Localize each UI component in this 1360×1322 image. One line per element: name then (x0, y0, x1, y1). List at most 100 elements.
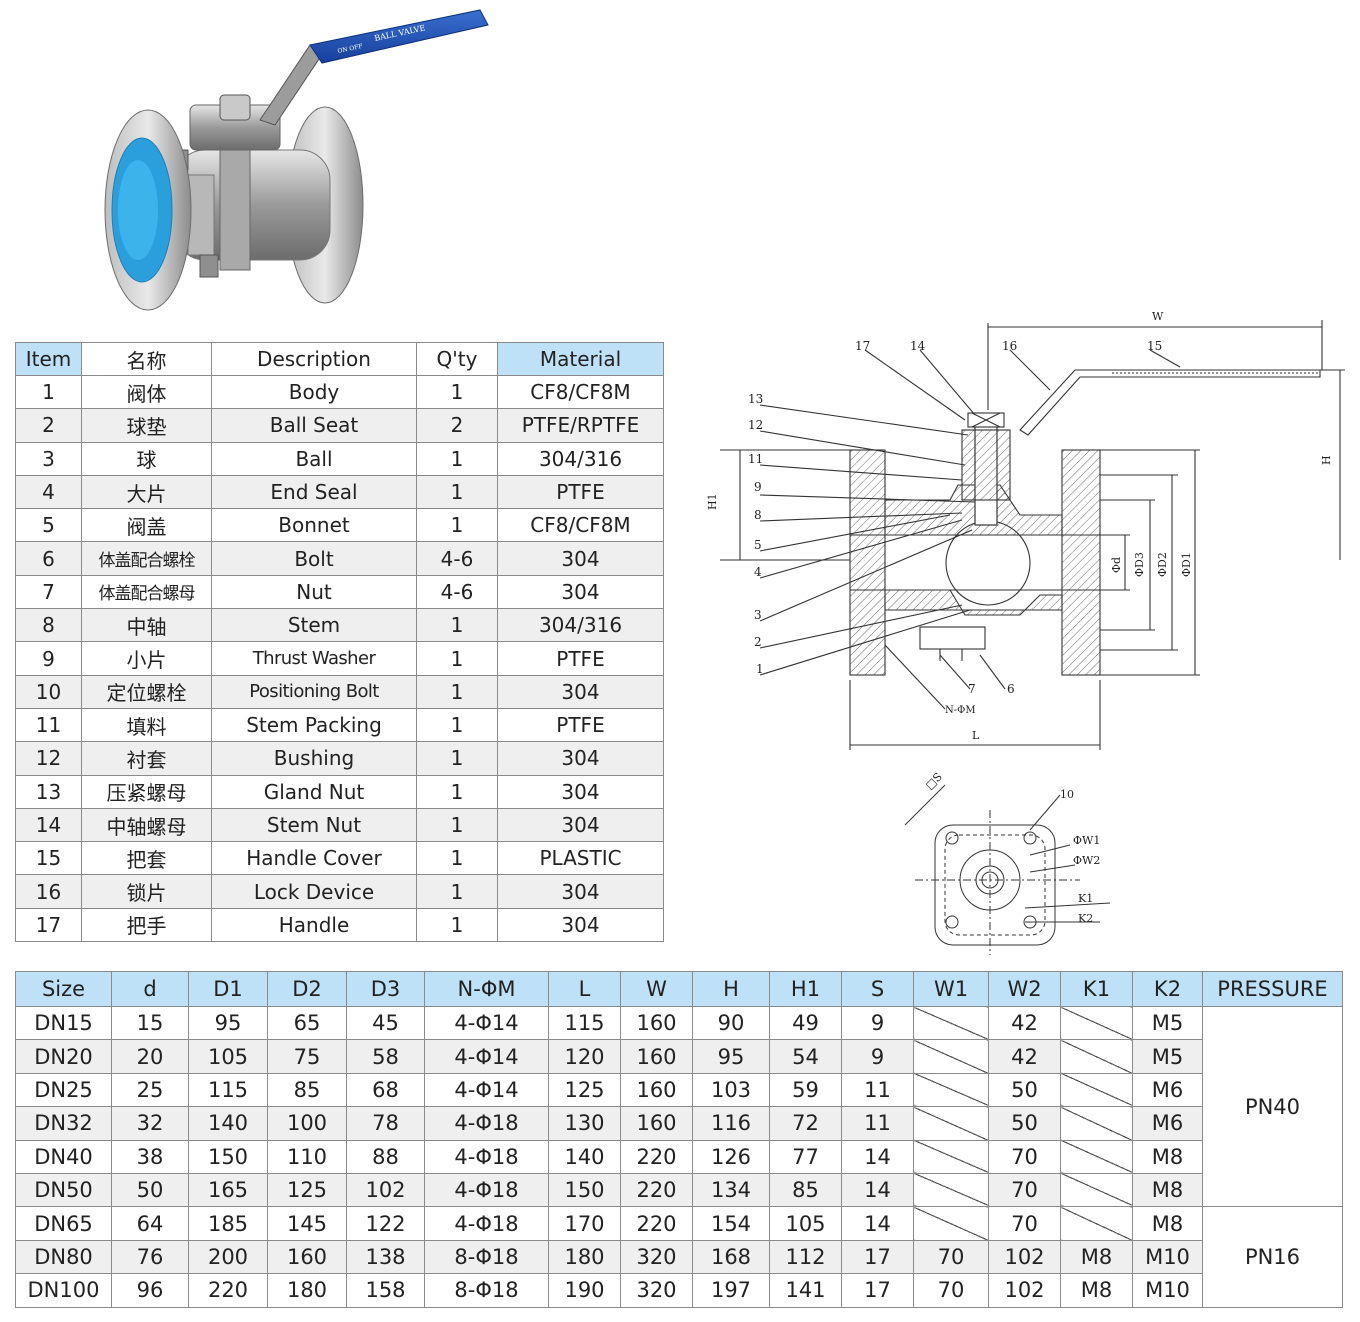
dims-cell: DN32 (15, 1106, 112, 1141)
parts-cell-qty: 1 (416, 774, 498, 809)
dim-d: Φd (1110, 557, 1123, 573)
dims-cell: 20 (111, 1039, 189, 1074)
dims-cell: 140 (548, 1139, 621, 1174)
dims-cell: 160 (620, 1005, 693, 1041)
top-label-W1: ΦW1 (1073, 834, 1100, 847)
dims-header-5: N-ΦM (424, 971, 549, 1007)
dims-cell: 125 (548, 1072, 621, 1108)
dim-H1: H1 (706, 493, 719, 510)
parts-cell-qty: 1 (416, 508, 498, 543)
parts-cell-qty: 1 (416, 608, 498, 643)
parts-cell-item: 13 (15, 774, 82, 809)
dims-header-2: D1 (188, 971, 268, 1007)
dims-cell: 11 (841, 1072, 914, 1108)
dims-cell: M6 (1132, 1106, 1203, 1141)
dims-cell: 141 (769, 1273, 842, 1308)
callout-12: 12 (748, 418, 763, 432)
parts-cell-item: 2 (15, 408, 82, 443)
dims-cell-empty-diagonal (913, 1039, 989, 1074)
parts-cell-qty: 4-6 (416, 574, 498, 610)
dims-cell: 160 (620, 1106, 693, 1141)
dims-cell: 138 (346, 1239, 425, 1275)
parts-cell-material: 304 (497, 541, 664, 576)
ball-valve-photo: BALL VALVE ON OFF (104, 9, 489, 311)
parts-cell-qty: 1 (416, 441, 498, 476)
header-name-cn: 名称 (81, 342, 212, 376)
dims-cell: 96 (111, 1273, 189, 1308)
dims-cell: 102 (988, 1239, 1061, 1275)
callout-4: 4 (754, 565, 762, 579)
dims-cell: 103 (692, 1072, 770, 1108)
parts-cell-description: Bonnet (211, 508, 417, 543)
dims-cell: 9 (841, 1039, 914, 1074)
callout-13: 13 (748, 392, 763, 406)
dims-cell: 68 (346, 1072, 425, 1108)
callout-5: 5 (754, 538, 762, 552)
parts-cell-item: 5 (15, 508, 82, 543)
dims-cell: 220 (620, 1172, 693, 1208)
callout-10: 10 (1060, 788, 1074, 801)
parts-cell-material: 304 (497, 741, 664, 776)
parts-cell-description: Bolt (211, 541, 417, 576)
dims-cell: 11 (841, 1106, 914, 1141)
header-material: Material (497, 342, 664, 376)
dims-header-15: PRESSURE (1202, 971, 1343, 1007)
dims-cell-empty-diagonal (1060, 1005, 1133, 1041)
dims-cell: DN65 (15, 1206, 112, 1241)
parts-cell-material: PTFE (497, 707, 664, 743)
dims-cell-empty-diagonal (1060, 1172, 1133, 1208)
parts-cell-description: End Seal (211, 474, 417, 510)
parts-cell-qty: 2 (416, 408, 498, 443)
dims-cell: 72 (769, 1106, 842, 1141)
parts-cell-item: 17 (15, 907, 82, 943)
parts-cell-name-cn: 填料 (81, 707, 212, 743)
dims-cell-empty-diagonal (1060, 1139, 1133, 1174)
parts-cell-name-cn: 体盖配合螺母 (81, 574, 212, 610)
top-label-K2: K2 (1078, 912, 1093, 925)
valve-top-view: □S 10 ΦW1 ΦW2 K1 K2 (904, 770, 1111, 955)
parts-cell-description: Bushing (211, 741, 417, 776)
dims-cell: 154 (692, 1206, 770, 1241)
dims-cell: 4-Φ14 (424, 1005, 549, 1041)
dims-cell: 105 (188, 1039, 268, 1074)
dims-header-10: S (841, 971, 914, 1007)
parts-cell-material: 304 (497, 907, 664, 943)
dims-cell: M6 (1132, 1072, 1203, 1108)
parts-cell-qty: 1 (416, 641, 498, 676)
parts-cell-material: PTFE/RPTFE (497, 408, 664, 443)
dims-cell: 38 (111, 1139, 189, 1174)
dims-cell: 42 (988, 1005, 1061, 1041)
dims-cell: 102 (988, 1273, 1061, 1308)
dims-cell: M10 (1132, 1239, 1203, 1275)
dims-cell: 70 (988, 1206, 1061, 1241)
dims-cell: 220 (620, 1206, 693, 1241)
dims-header-9: H1 (769, 971, 842, 1007)
dims-cell: 32 (111, 1106, 189, 1141)
dims-cell: 4-Φ18 (424, 1139, 549, 1174)
parts-cell-material: PLASTIC (497, 841, 664, 876)
parts-cell-name-cn: 压紧螺母 (81, 774, 212, 809)
dim-L: L (972, 729, 980, 742)
dim-NM: N-ΦM (945, 705, 976, 716)
dims-cell: M8 (1132, 1172, 1203, 1208)
parts-cell-material: 304 (497, 774, 664, 809)
dims-cell: 49 (769, 1005, 842, 1041)
dims-cell: 4-Φ14 (424, 1039, 549, 1074)
callout-8: 8 (754, 508, 762, 522)
parts-cell-name-cn: 把套 (81, 841, 212, 876)
header-qty: Q'ty (416, 342, 498, 376)
dims-cell: 88 (346, 1139, 425, 1174)
dims-cell: 110 (267, 1139, 347, 1174)
dims-header-8: H (692, 971, 770, 1007)
dims-cell: 150 (188, 1139, 268, 1174)
dims-cell: 17 (841, 1273, 914, 1308)
dims-cell: 14 (841, 1172, 914, 1208)
